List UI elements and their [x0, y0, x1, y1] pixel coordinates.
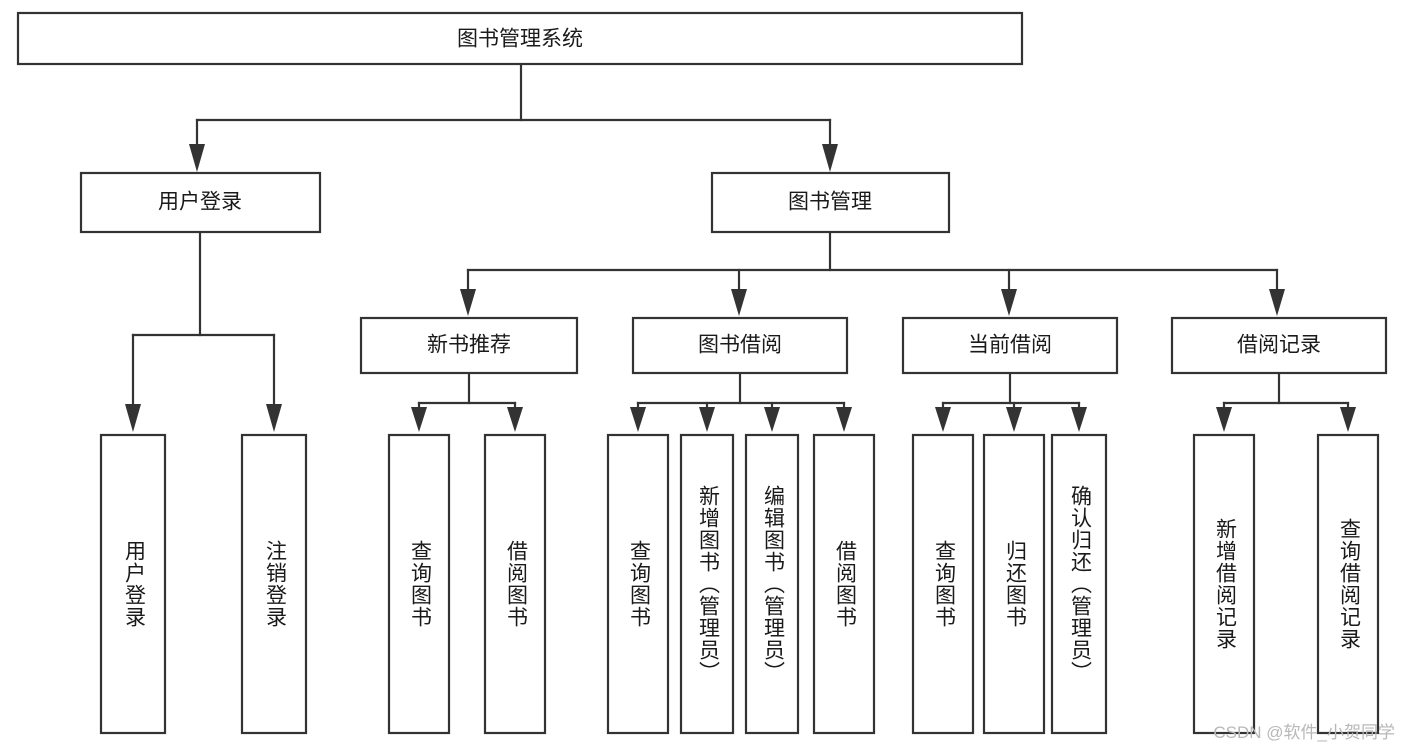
- node-user-login[interactable]: 用户登录: [79, 171, 322, 234]
- node-leaf-query-book-3[interactable]: 查询图书: [911, 433, 975, 735]
- node-leaf-query-book-1-label: 查询图书: [408, 540, 432, 628]
- node-current-borrow[interactable]: 当前借阅: [901, 316, 1119, 375]
- arrow-to-leaf-query-book-2: [630, 407, 646, 432]
- node-leaf-add-book-box[interactable]: [679, 433, 735, 735]
- arrow-root-to-user-login: [189, 144, 205, 172]
- node-leaf-confirm-return[interactable]: 确认归还（管理员）: [1050, 433, 1108, 735]
- node-leaf-query-book-2-box[interactable]: [606, 433, 670, 735]
- node-leaf-query-record-label: 查询借阅记录: [1337, 518, 1361, 650]
- node-leaf-edit-book-label: 编辑图书（管理员）: [761, 485, 785, 683]
- node-leaf-return-book-label: 归还图书: [1003, 540, 1027, 628]
- node-leaf-borrow-book-1-label: 借阅图书: [504, 540, 528, 628]
- node-book-mgmt[interactable]: 图书管理: [710, 171, 951, 234]
- arrow-to-leaf-query-record: [1340, 407, 1356, 432]
- node-leaf-logout[interactable]: 注销登录: [240, 433, 308, 735]
- node-new-book-rec-box[interactable]: [359, 316, 579, 375]
- node-leaf-user-login-label: 用户登录: [122, 540, 146, 628]
- arrow-to-leaf-return-book: [1006, 407, 1022, 432]
- node-leaf-confirm-return-box[interactable]: [1050, 433, 1108, 735]
- node-leaf-borrow-book-2[interactable]: 借阅图书: [812, 433, 876, 735]
- node-root-label: 图书管理系统: [457, 28, 583, 51]
- node-borrow-record-label: 借阅记录: [1237, 334, 1321, 357]
- node-current-borrow-label: 当前借阅: [968, 334, 1052, 357]
- node-root[interactable]: 图书管理系统: [16, 11, 1024, 66]
- arrow-to-leaf-borrow-book-2: [836, 407, 852, 432]
- arrow-root-to-book-mgmt: [822, 144, 838, 172]
- arrow-to-leaf-query-book-1: [411, 407, 427, 432]
- node-user-login-box[interactable]: [79, 171, 322, 234]
- node-new-book-rec[interactable]: 新书推荐: [359, 316, 579, 375]
- arrow-to-leaf-add-record: [1216, 407, 1232, 432]
- watermark: CSDN @软件_小贺同学: [1213, 723, 1395, 742]
- arrow-to-borrow-record: [1269, 289, 1285, 316]
- node-root-box[interactable]: [16, 11, 1024, 66]
- node-leaf-borrow-book-2-label: 借阅图书: [833, 540, 857, 628]
- arrow-to-leaf-query-book-3: [935, 407, 951, 432]
- node-leaf-confirm-return-label: 确认归还（管理员）: [1068, 485, 1092, 683]
- node-leaf-logout-box[interactable]: [240, 433, 308, 735]
- node-leaf-user-login-box[interactable]: [99, 433, 167, 735]
- node-leaf-borrow-book-2-box[interactable]: [812, 433, 876, 735]
- node-leaf-edit-book[interactable]: 编辑图书（管理员）: [744, 433, 800, 735]
- connector-layer: [125, 62, 1356, 432]
- node-leaf-query-book-2-label: 查询图书: [627, 540, 651, 628]
- node-book-borrow-label: 图书借阅: [698, 334, 782, 357]
- arrow-to-leaf-confirm-return: [1071, 407, 1087, 432]
- node-leaf-add-record[interactable]: 新增借阅记录: [1192, 433, 1256, 735]
- node-leaf-query-book-3-box[interactable]: [911, 433, 975, 735]
- node-leaf-return-book-box[interactable]: [982, 433, 1046, 735]
- node-leaf-add-book-label: 新增图书（管理员）: [696, 485, 720, 683]
- node-leaf-query-book-2[interactable]: 查询图书: [606, 433, 670, 735]
- node-leaf-add-record-label: 新增借阅记录: [1213, 518, 1237, 650]
- node-leaf-add-record-box[interactable]: [1192, 433, 1256, 735]
- node-user-login-label: 用户登录: [158, 191, 242, 214]
- arrow-to-new-book-rec: [460, 289, 476, 316]
- node-leaf-query-record[interactable]: 查询借阅记录: [1316, 433, 1380, 735]
- arrow-to-leaf-edit-book: [764, 407, 780, 432]
- node-leaf-user-login[interactable]: 用户登录: [99, 433, 167, 735]
- node-leaf-borrow-book-1[interactable]: 借阅图书: [483, 433, 547, 735]
- node-borrow-record[interactable]: 借阅记录: [1170, 316, 1388, 375]
- node-new-book-rec-label: 新书推荐: [427, 334, 511, 357]
- node-leaf-logout-label: 注销登录: [263, 540, 287, 628]
- node-leaf-edit-book-box[interactable]: [744, 433, 800, 735]
- node-book-borrow[interactable]: 图书借阅: [631, 316, 849, 375]
- node-leaf-query-book-1[interactable]: 查询图书: [387, 433, 451, 735]
- node-book-mgmt-box[interactable]: [710, 171, 951, 234]
- node-leaf-borrow-book-1-box[interactable]: [483, 433, 547, 735]
- node-borrow-record-box[interactable]: [1170, 316, 1388, 375]
- arrow-to-book-borrow: [731, 289, 747, 316]
- node-leaf-query-book-1-box[interactable]: [387, 433, 451, 735]
- node-leaf-return-book[interactable]: 归还图书: [982, 433, 1046, 735]
- node-leaf-query-book-3-label: 查询图书: [932, 540, 956, 628]
- node-current-borrow-box[interactable]: [901, 316, 1119, 375]
- arrow-to-current-borrow: [1001, 289, 1017, 316]
- node-book-borrow-box[interactable]: [631, 316, 849, 375]
- arrow-to-leaf-logout: [266, 404, 282, 432]
- node-leaf-add-book[interactable]: 新增图书（管理员）: [679, 433, 735, 735]
- node-book-mgmt-label: 图书管理: [788, 191, 872, 214]
- node-leaf-query-record-box[interactable]: [1316, 433, 1380, 735]
- arrow-to-leaf-add-book: [699, 407, 715, 432]
- arrow-to-leaf-user-login: [125, 404, 141, 432]
- arrow-to-leaf-borrow-book-1: [507, 407, 523, 432]
